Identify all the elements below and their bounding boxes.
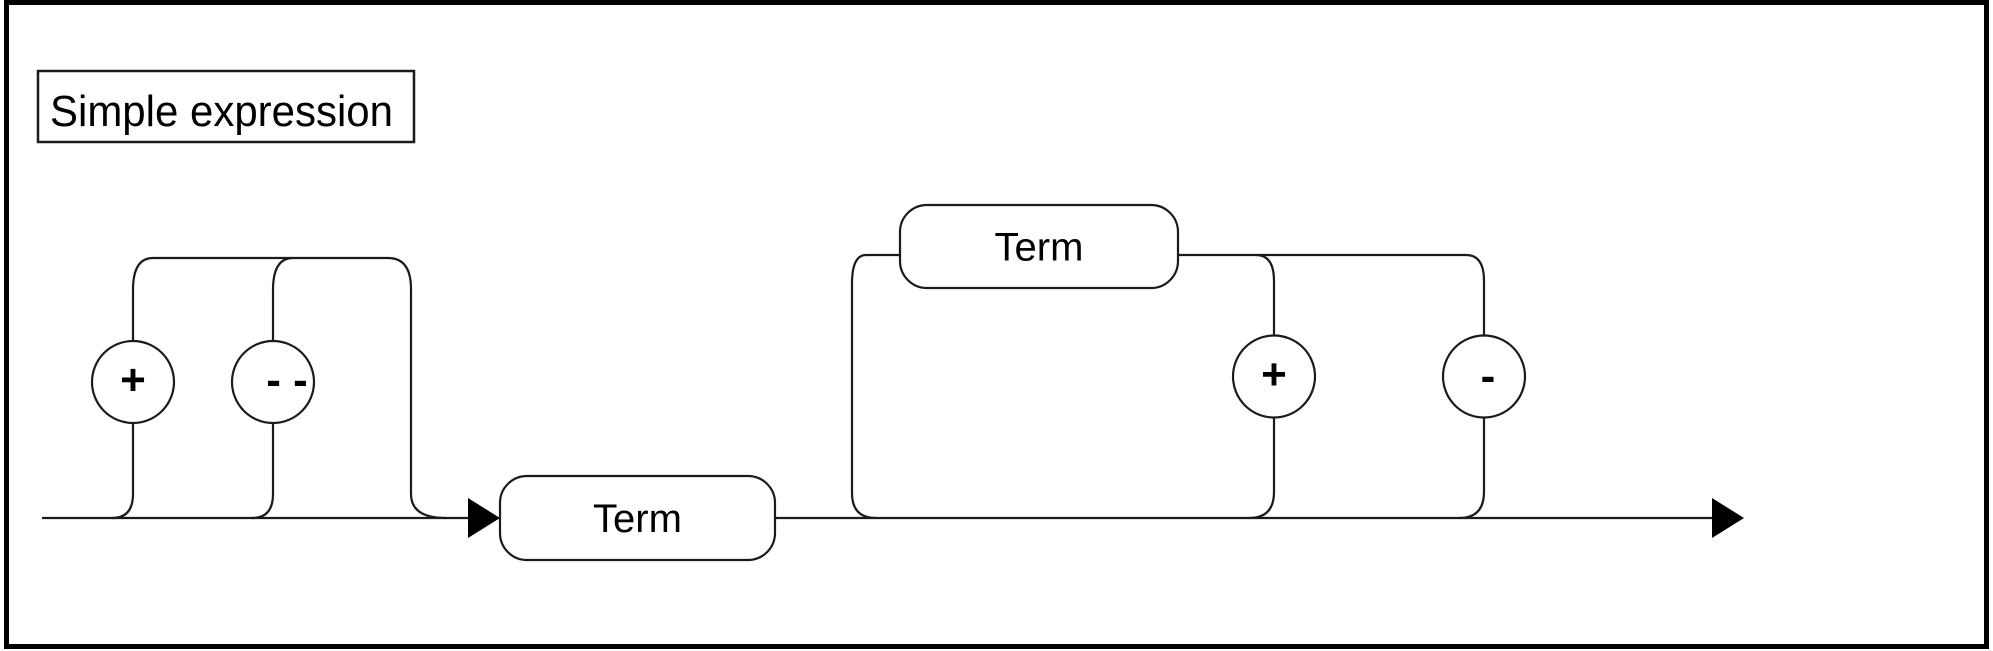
prefix-minus-label: - - — [266, 356, 308, 405]
loop-plus-label: + — [1261, 350, 1287, 399]
prefix-plus-branch-top — [131, 256, 154, 341]
mid-arrowhead-icon — [468, 498, 500, 538]
loop-plus-top-connector — [1255, 253, 1276, 335]
prefix-plus-label: + — [120, 356, 146, 405]
prefix-minus-branch-top — [271, 256, 294, 341]
rail-lines — [42, 253, 1713, 520]
term-node-main-label: Term — [593, 497, 682, 541]
prefix-plus-branch-up — [111, 423, 135, 520]
term-nodes — [498, 203, 1180, 562]
operator-circles — [90, 334, 1527, 425]
term-node-loop — [898, 203, 1180, 290]
loop-plus-bottom-connector — [1248, 418, 1276, 520]
diagram-title: Simple expression — [50, 87, 393, 136]
loop-minus-bottom-connector — [1458, 418, 1486, 520]
loop-minus-circle — [1441, 334, 1527, 419]
end-arrowhead-icon — [1712, 498, 1744, 538]
loop-return-left — [850, 253, 900, 520]
loop-top-rail — [1178, 253, 1486, 335]
term-node-loop-label: Term — [995, 226, 1084, 270]
prefix-minus-branch-up — [251, 423, 275, 520]
diagram-border — [4, 0, 1989, 649]
arrowheads — [468, 498, 1744, 538]
prefix-plus-circle — [90, 339, 176, 425]
title-box — [36, 69, 416, 144]
loop-minus-label: - — [1481, 352, 1496, 401]
loop-plus-circle — [1231, 334, 1317, 419]
prefix-minus-circle — [230, 339, 316, 425]
prefix-top-rail — [153, 256, 447, 520]
